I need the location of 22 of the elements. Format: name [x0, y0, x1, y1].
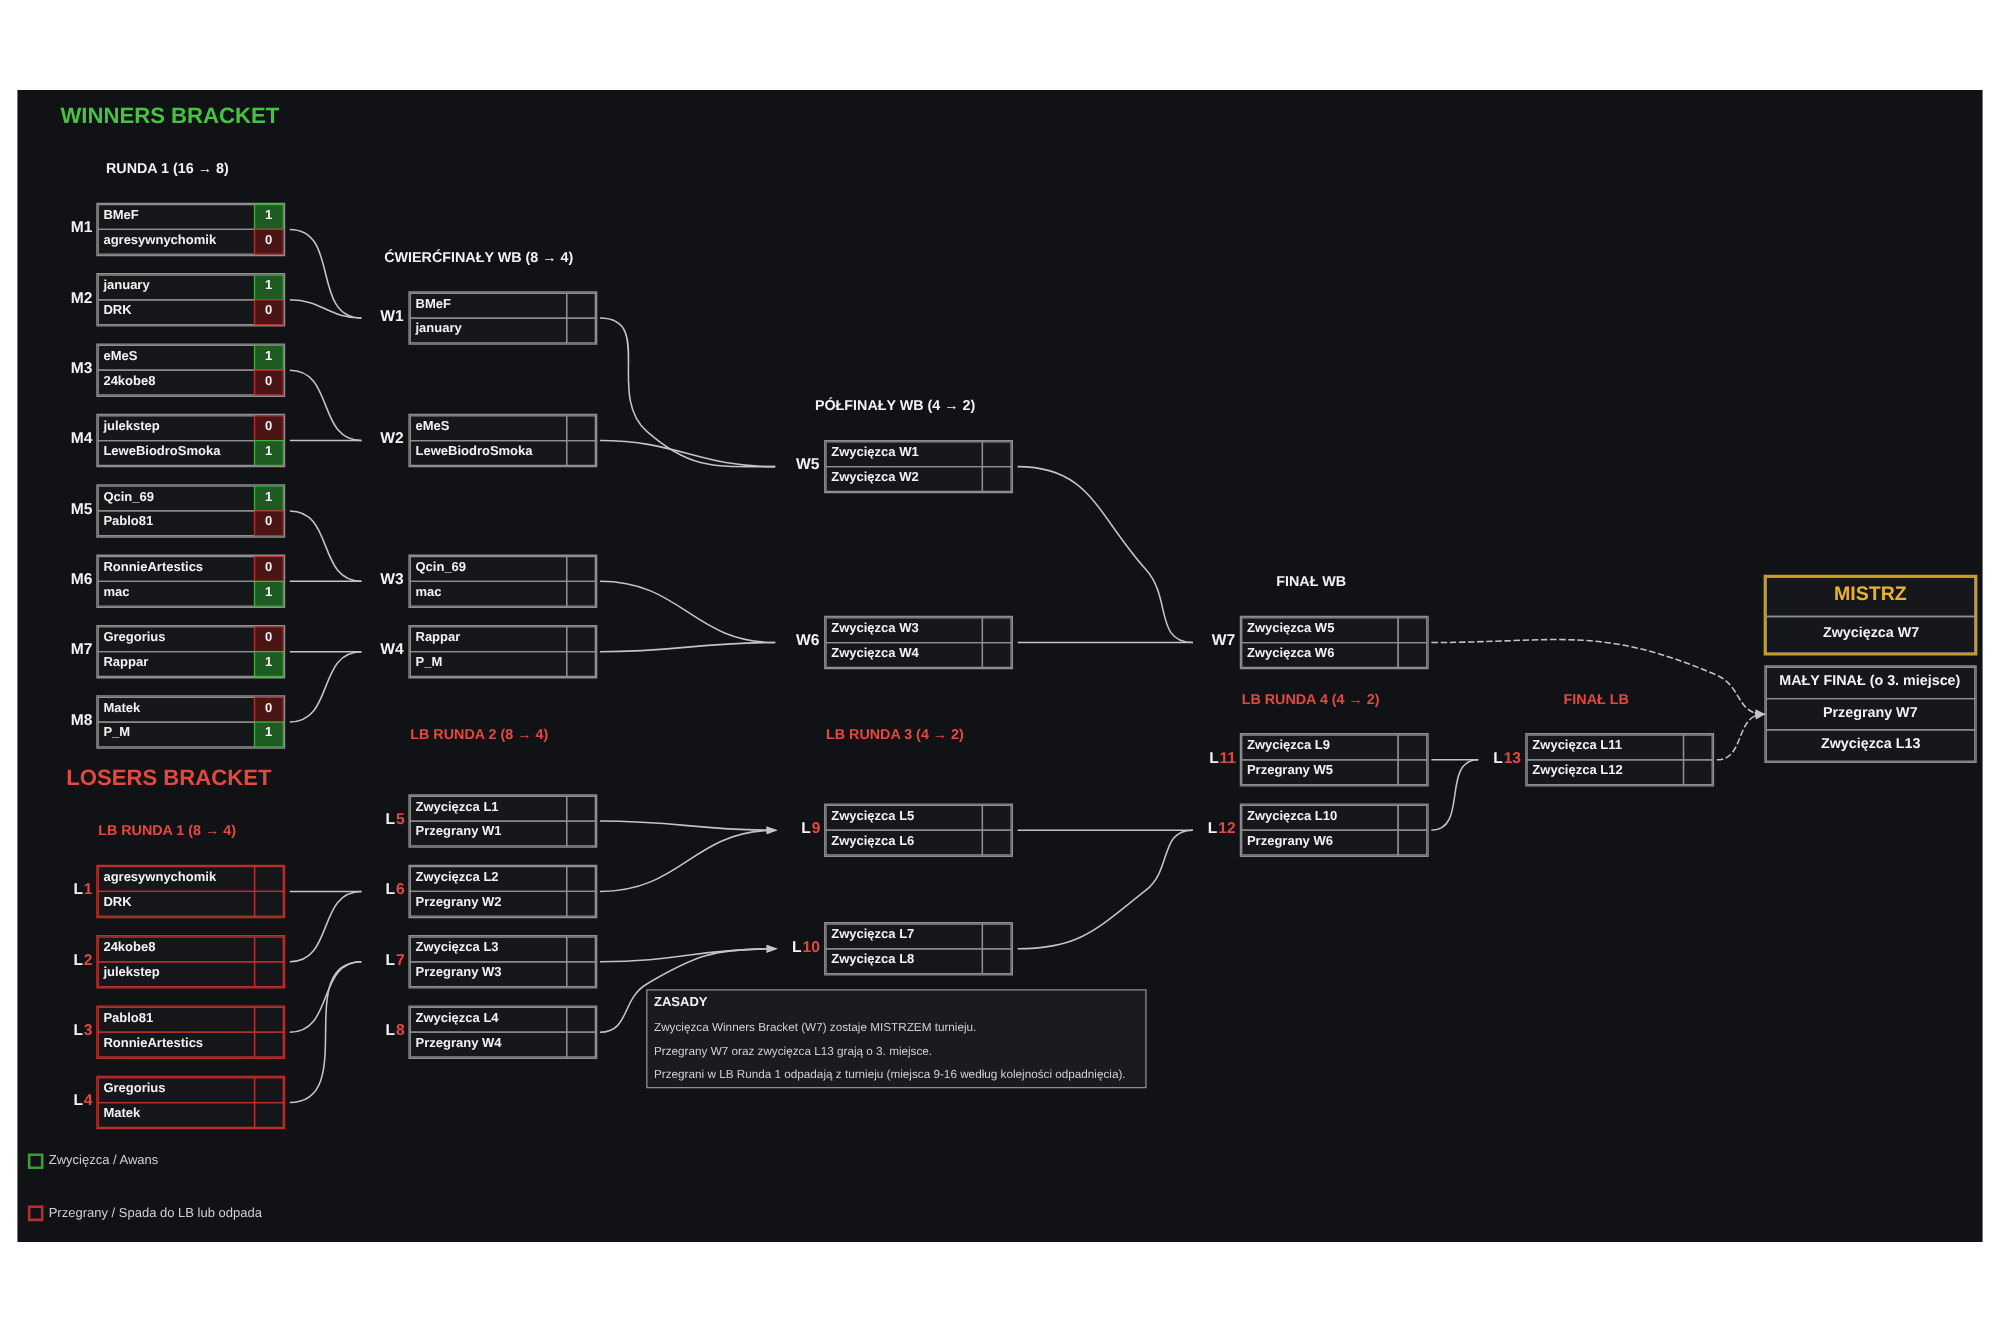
connector	[1016, 829, 1194, 950]
arrow	[599, 945, 778, 1033]
connector	[1016, 641, 1194, 644]
arrow	[1715, 712, 1766, 761]
connector	[1016, 829, 1194, 831]
label: LOSERS BRACKET	[66, 766, 272, 791]
connector	[289, 228, 363, 319]
connector	[289, 369, 363, 442]
connector	[599, 439, 776, 468]
connector	[599, 317, 776, 468]
connector	[289, 439, 363, 442]
connector	[289, 961, 363, 1104]
connector	[289, 299, 363, 319]
connector	[1430, 759, 1480, 831]
label: WINNERS BRACKET	[60, 104, 280, 129]
connector	[1016, 465, 1194, 644]
arrow	[599, 945, 778, 963]
connector	[289, 650, 363, 723]
connector	[289, 890, 363, 963]
connector	[289, 580, 363, 583]
connector	[599, 641, 776, 653]
connector	[289, 510, 363, 583]
